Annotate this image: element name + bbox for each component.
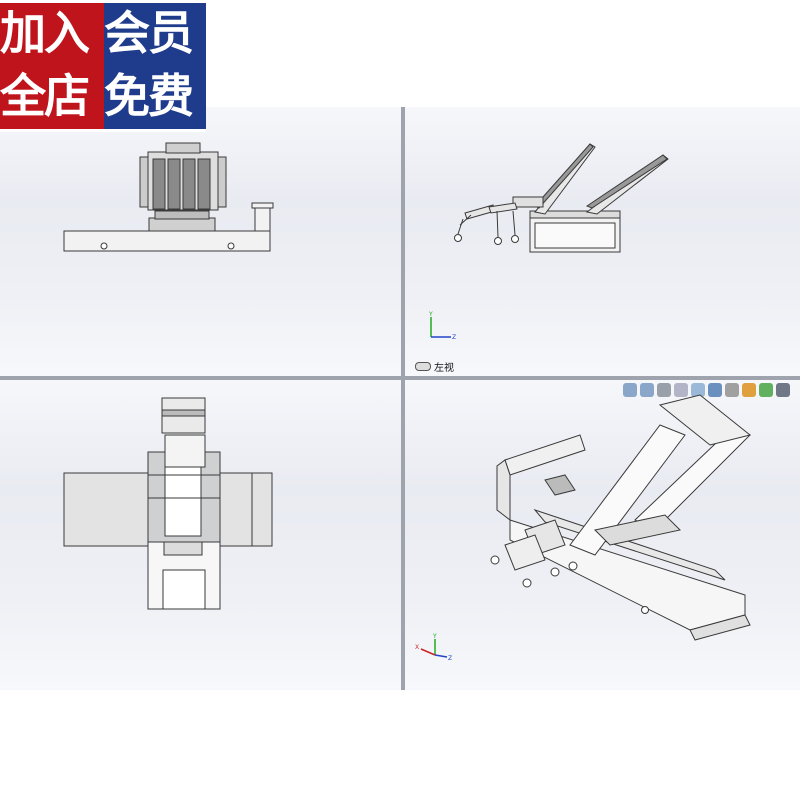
viewport-isometric[interactable]: Y X Z [405, 380, 800, 690]
top-view-model [63, 397, 273, 610]
left-seat-rail [529, 210, 621, 219]
iso-headrest [658, 394, 752, 446]
apply-scene-icon[interactable] [759, 383, 773, 397]
front-side-left [139, 156, 149, 208]
glasses-icon [415, 362, 431, 371]
promo-text-2: 会员 [104, 3, 206, 66]
top-seat-plate [164, 465, 202, 537]
axis-triad-left: Y Z [428, 311, 456, 341]
front-end-post [254, 204, 271, 232]
top-lower-bar [163, 540, 203, 556]
promo-text-3: 全店 [0, 66, 104, 129]
iso-wheel-1 [490, 555, 500, 565]
front-mount-block [148, 217, 216, 232]
view-settings-icon[interactable] [776, 383, 790, 397]
previous-view-icon[interactable] [657, 383, 671, 397]
display-style-icon[interactable] [708, 383, 722, 397]
left-backrest-1-edge [534, 143, 594, 209]
zoom-to-fit-icon[interactable] [623, 383, 637, 397]
svg-text:Y: Y [428, 311, 433, 318]
iso-rail [533, 508, 726, 581]
left-leg-rest-2 [488, 202, 518, 214]
front-end-cap [251, 202, 274, 209]
viewport-horizontal-splitter[interactable] [0, 376, 800, 380]
view-name-label: 左视 [415, 359, 454, 374]
iso-foot-rest [504, 534, 546, 571]
left-backrest-2-edge [585, 154, 668, 209]
svg-text:X: X [415, 644, 419, 651]
front-side-right [217, 156, 227, 208]
iso-seat-pad [544, 474, 576, 496]
isometric-view-model [490, 394, 752, 641]
iso-back-panel-side [496, 459, 511, 522]
axis-triad-iso: Y X Z [415, 633, 452, 662]
section-view-icon[interactable] [674, 383, 688, 397]
front-hole-left [100, 242, 108, 250]
front-seat-slat-2 [167, 158, 181, 210]
front-seat-slat-4 [197, 158, 211, 210]
svg-text:Z: Z [452, 334, 456, 341]
left-view-model [454, 143, 669, 253]
front-hole-right [227, 242, 235, 250]
viewport-top[interactable] [0, 380, 401, 690]
zoom-area-icon[interactable] [640, 383, 654, 397]
iso-wheel-2 [522, 578, 532, 588]
promo-badge[interactable]: 加入 会员 全店 免费 [0, 0, 206, 132]
svg-text:Y: Y [432, 633, 437, 640]
left-seat-block [512, 196, 544, 208]
viewport-vertical-splitter[interactable] [401, 107, 405, 690]
viewport-front[interactable] [0, 107, 401, 376]
viewport-left[interactable]: Y Z 左视 [405, 107, 800, 376]
front-view-model [63, 142, 274, 252]
promo-text-1: 加入 [0, 3, 104, 66]
iso-back-panel-top [504, 434, 586, 476]
iso-backrest-left [569, 424, 686, 556]
left-wheel-3 [511, 235, 519, 243]
promo-text-4: 免费 [104, 66, 206, 129]
view-heads-up-toolbar [623, 383, 790, 397]
edit-appearance-icon[interactable] [742, 383, 756, 397]
iso-wheel-4 [568, 561, 578, 571]
left-wheel-1 [454, 234, 462, 242]
top-lower-opening [162, 569, 206, 610]
front-bracket [154, 210, 210, 220]
front-seat-slat-3 [182, 158, 196, 210]
iso-wheel-3 [550, 567, 560, 577]
front-seat-top [165, 142, 201, 154]
view-name-text: 左视 [434, 363, 454, 374]
left-frame-opening [534, 222, 616, 249]
front-base-plate [63, 230, 271, 252]
left-wheel-2 [494, 237, 502, 245]
top-upper-block [164, 434, 206, 468]
view-orientation-icon[interactable] [691, 383, 705, 397]
front-seat-slat-1 [152, 158, 166, 210]
svg-text:Z: Z [448, 655, 452, 662]
hide-show-icon[interactable] [725, 383, 739, 397]
iso-seat-slide [593, 514, 682, 546]
